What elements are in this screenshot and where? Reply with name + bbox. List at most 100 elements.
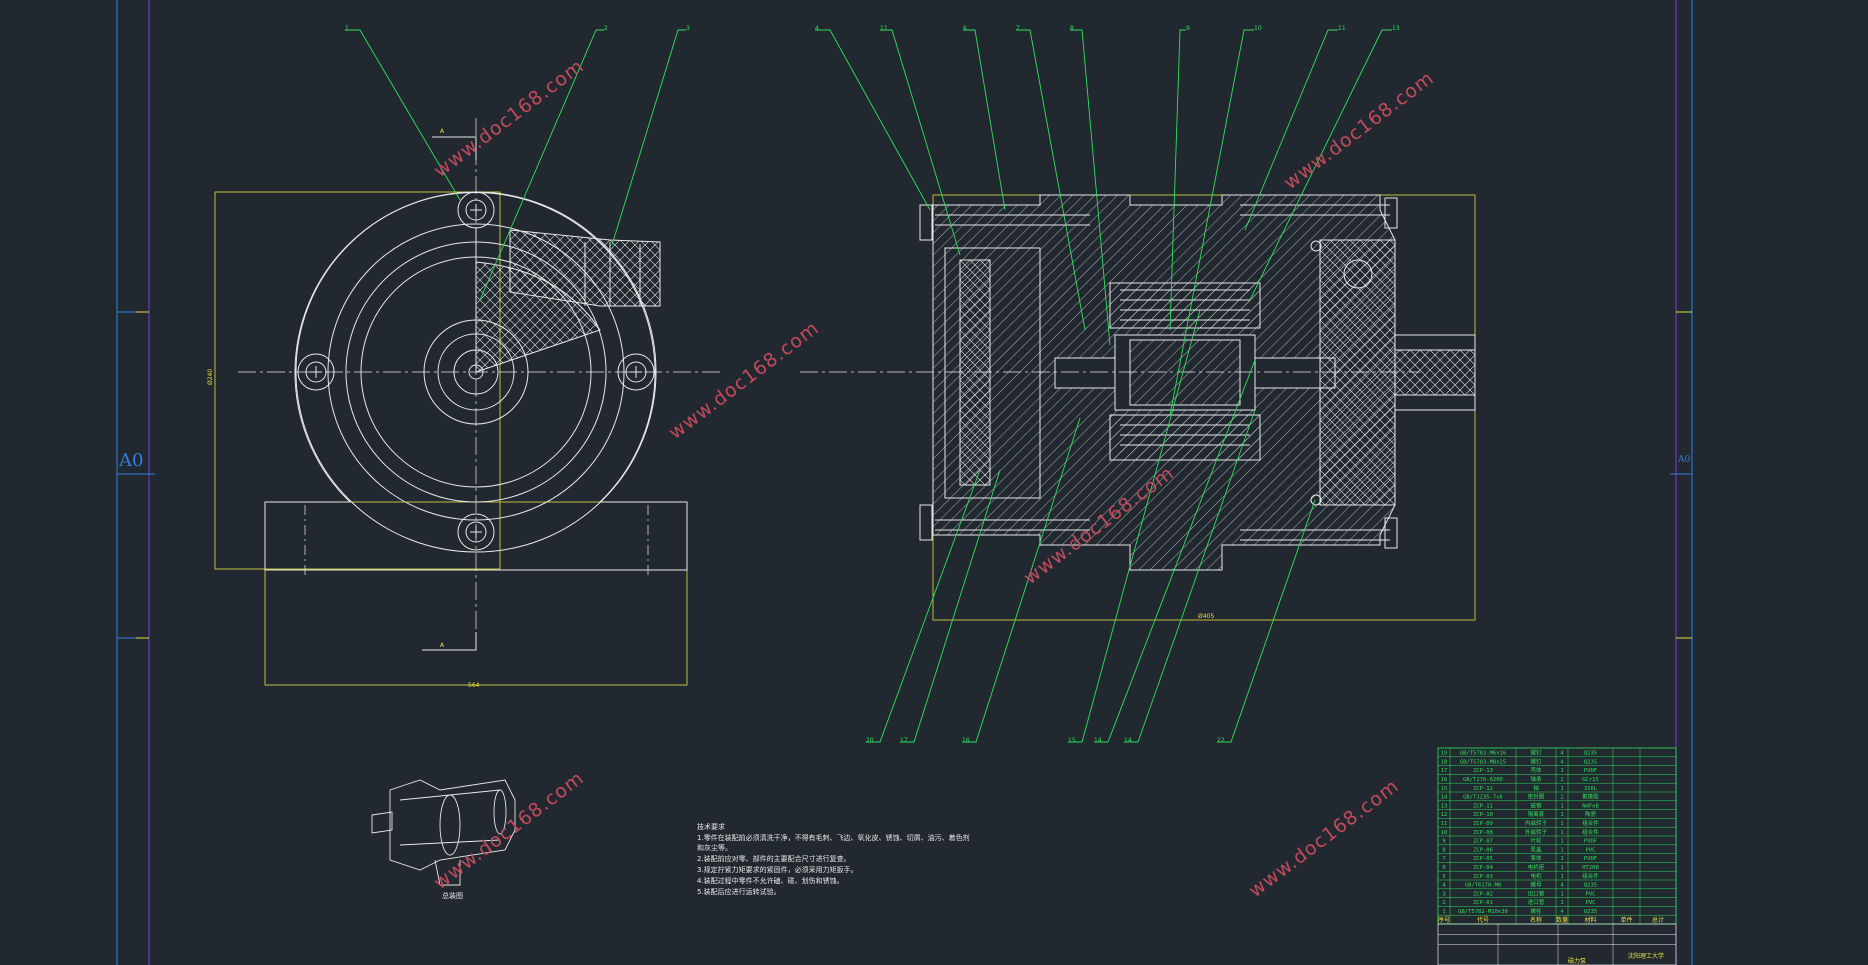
parts-table-cell: Q235 xyxy=(1584,751,1597,757)
balloon-top-1: 1 xyxy=(345,25,349,32)
balloon-labels-top: 1 2 3 4 11 6 7 8 9 10 11 13 xyxy=(345,25,1400,32)
parts-table-cell: 螺栓 xyxy=(1530,907,1542,915)
parts-table-cell: 5 xyxy=(1442,874,1445,880)
parts-table-cell: 电机 xyxy=(1530,872,1542,880)
balloon-bottom-5: 14 xyxy=(1094,737,1102,744)
notes-line-5: 4.装配过程中零件不允许磕、碰、划伤和锈蚀。 xyxy=(697,876,844,885)
parts-table-cell: GB/T6170-M8 xyxy=(1465,883,1501,889)
parts-table-cell: Q235 xyxy=(1584,909,1597,915)
parts-table-cell: ZCP-12 xyxy=(1473,786,1493,792)
sheet-size-label-left: A0 xyxy=(118,450,143,471)
parts-table-cell: GCr15 xyxy=(1582,777,1599,783)
parts-table-cell: 19 xyxy=(1441,751,1448,757)
parts-table-cell: 18 xyxy=(1441,759,1448,765)
parts-table-cell: 螺母 xyxy=(1530,881,1542,889)
notes-line-3: 2.装配前应对零、部件的主要配合尺寸进行复查。 xyxy=(697,854,851,863)
parts-table-cell: ZCP-11 xyxy=(1473,803,1493,809)
notes-title: 技术要求 xyxy=(697,822,725,831)
parts-table-cell: 1 xyxy=(1560,874,1563,880)
parts-table-header-cell: 数量 xyxy=(1556,916,1568,924)
end-view: A A 564 Ø240 xyxy=(207,118,720,689)
isometric-thumbnail: 总装图 xyxy=(371,779,516,900)
section-mark-bottom: A xyxy=(440,642,445,649)
notes-line-1: 1.零件在装配前必须清洗干净，不得有毛刺、飞边、氧化皮、锈蚀、切屑、油污、着色剂 xyxy=(697,833,970,842)
parts-table-cell: 4 xyxy=(1442,883,1446,889)
parts-table-cell: 氟橡胶 xyxy=(1582,793,1599,801)
parts-table-cell: NdFeB xyxy=(1582,803,1599,809)
leader-line xyxy=(479,29,604,301)
leader-line xyxy=(1124,409,1256,743)
leader-line xyxy=(1068,309,1201,743)
parts-table-cell: 组合件 xyxy=(1582,819,1599,827)
parts-table-cell: 17 xyxy=(1441,768,1448,774)
parts-table-cell: 3 xyxy=(1442,891,1445,897)
parts-table-cell: 外磁转子 xyxy=(1525,828,1548,836)
title-block-school: 沈阳理工大学 xyxy=(1628,952,1664,960)
balloon-top-2: 2 xyxy=(604,25,608,32)
watermark-6: www.doc168.com xyxy=(1245,775,1404,902)
balloon-top-6: 6 xyxy=(963,25,967,32)
parts-table-cell: 1 xyxy=(1560,768,1563,774)
balloon-bottom-1: 20 xyxy=(866,737,874,744)
leader-line xyxy=(1169,29,1254,416)
parts-table-cell: 壳体 xyxy=(1530,766,1542,774)
parts-table-cell: 8 xyxy=(1442,847,1445,853)
parts-table-cell: GB/T5783-M6x16 xyxy=(1460,751,1506,757)
parts-table-cell: ZCP-05 xyxy=(1473,856,1493,862)
parts-table-cell: 磁钢 xyxy=(1530,801,1542,809)
balloon-labels-bottom: 20 17 16 15 14 14 22 xyxy=(866,737,1225,744)
parts-table-cell: GB/T5782-M10x30 xyxy=(1458,909,1508,915)
parts-table-cell: 4 xyxy=(1560,751,1564,757)
leader-line xyxy=(1244,29,1338,231)
technical-notes: 技术要求 1.零件在装配前必须清洗干净，不得有毛刺、飞边、氧化皮、锈蚀、切屑、油… xyxy=(697,822,970,896)
parts-table-cell: 出口管 xyxy=(1528,889,1545,897)
balloon-bottom-2: 17 xyxy=(900,737,908,744)
balloon-top-9: 9 xyxy=(1186,25,1190,32)
parts-table-cell: PVC xyxy=(1586,891,1596,897)
parts-table-cell: 组合件 xyxy=(1582,872,1599,880)
leader-line xyxy=(880,29,961,256)
parts-table-cell: 螺钉 xyxy=(1530,749,1542,757)
parts-table-cell: Q235 xyxy=(1584,759,1597,765)
parts-table-cell: HT200 xyxy=(1582,865,1599,871)
parts-table-cell: ZCP-09 xyxy=(1473,821,1493,827)
parts-table-cell: 1 xyxy=(1560,803,1563,809)
parts-table-header-cell: 代号 xyxy=(1477,916,1489,924)
balloon-bottom-7: 22 xyxy=(1217,737,1225,744)
leader-line xyxy=(1070,29,1111,346)
leader-line xyxy=(345,29,461,201)
leader-line xyxy=(815,29,931,211)
sheet-size-label-right: A0 xyxy=(1677,455,1690,465)
parts-table-cell: 1 xyxy=(1560,865,1563,871)
title-block-drawing-name: 磁力泵 xyxy=(1568,957,1586,965)
parts-table-cell: ZCP-04 xyxy=(1473,865,1494,871)
parts-table-cell: 1 xyxy=(1560,821,1563,827)
balloon-top-11: 11 xyxy=(1338,25,1346,32)
leader-lines xyxy=(345,29,1392,743)
balloon-bottom-3: 16 xyxy=(962,737,970,744)
balloon-top-12: 13 xyxy=(1392,25,1400,32)
parts-table-cell: 隔离套 xyxy=(1528,810,1545,818)
parts-table-cell: 6 xyxy=(1442,865,1445,871)
parts-table-cell: ZCP-02 xyxy=(1473,891,1493,897)
parts-table-cell: 2 xyxy=(1442,900,1445,906)
section-view: Ø405 xyxy=(800,194,1476,621)
parts-table-cell: 1 xyxy=(1560,839,1563,845)
leader-line xyxy=(866,469,981,743)
parts-table-cell: 电机座 xyxy=(1528,863,1545,871)
parts-table-cell: ZCP-01 xyxy=(1473,900,1493,906)
parts-table-cell: 泵盖 xyxy=(1530,845,1542,853)
parts-table-cell: 15 xyxy=(1441,786,1448,792)
parts-table-header-cell: 名称 xyxy=(1530,916,1542,924)
parts-table-cell: 轴 xyxy=(1533,784,1539,792)
leader-line xyxy=(1249,29,1392,301)
notes-line-6: 5.装配后应进行运转试验。 xyxy=(697,887,781,896)
parts-table-cell: 1 xyxy=(1560,856,1563,862)
parts-table-cell: Q235 xyxy=(1584,883,1597,889)
parts-table-cell: 陶瓷 xyxy=(1585,810,1597,818)
parts-table-cell: ZCP-06 xyxy=(1473,847,1493,853)
notes-line-4: 3.规定拧紧力矩要求的紧固件，必须采用力矩扳手。 xyxy=(697,865,858,874)
balloon-top-3: 3 xyxy=(686,25,690,32)
parts-table-cell: 内磁转子 xyxy=(1525,819,1548,827)
